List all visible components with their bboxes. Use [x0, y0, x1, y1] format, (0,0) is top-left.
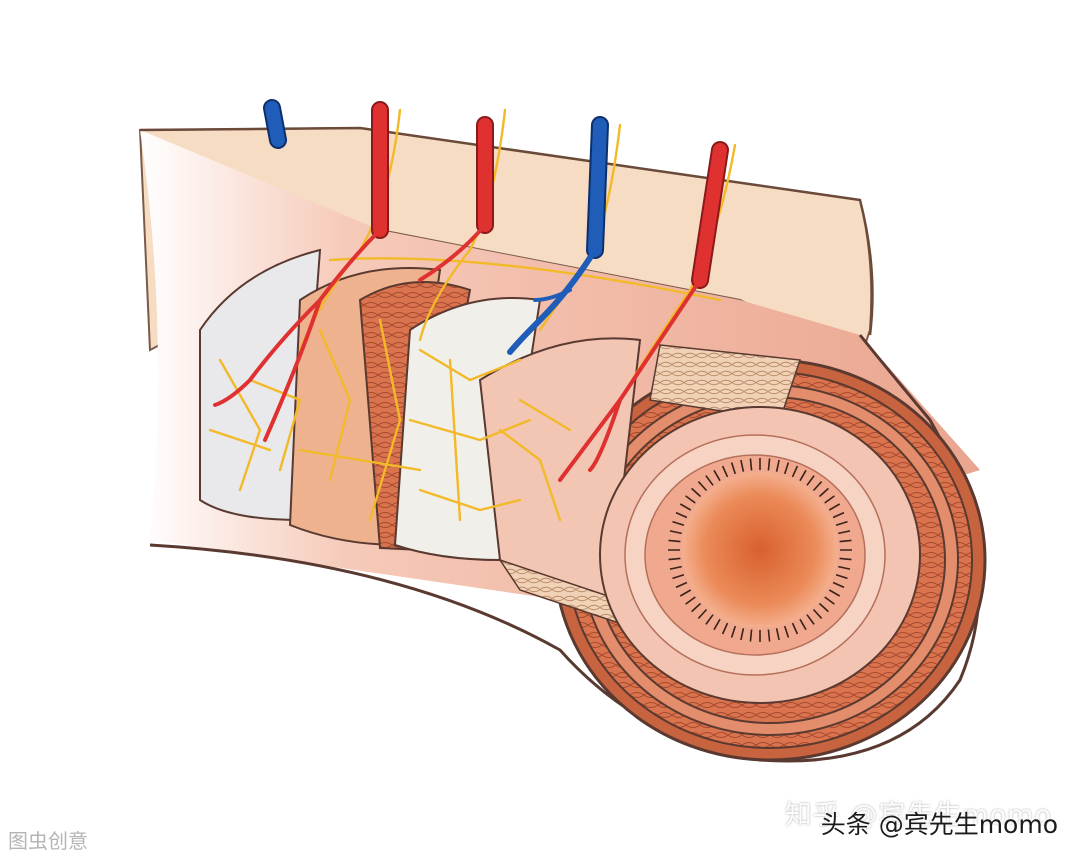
villi-fringe: [668, 458, 852, 642]
artery-vessels: [213, 101, 729, 482]
layer-circular-muscle: [478, 337, 802, 632]
intestinal-lumen: [668, 458, 852, 642]
watermark-corner: 图虫创意: [4, 829, 92, 853]
watermark-zhihu: 知乎 @宾先生momo: [784, 800, 1052, 831]
vein-vessels: [263, 99, 609, 355]
watermark-toutiao: 头条 @宾先生momo: [820, 810, 1058, 839]
